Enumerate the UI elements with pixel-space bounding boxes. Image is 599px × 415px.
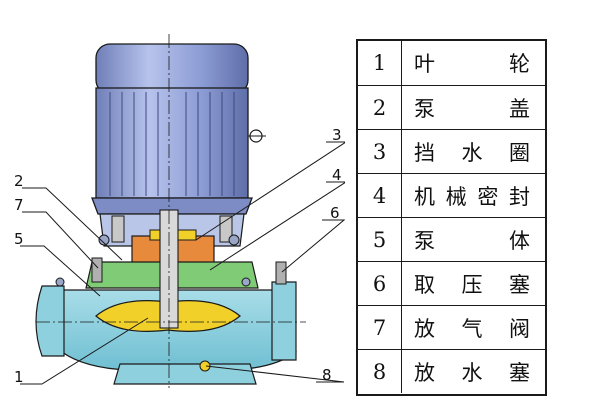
part-number: 3 bbox=[358, 130, 402, 173]
part-name: 机械密封 bbox=[414, 184, 531, 209]
part-name: 泵体 bbox=[414, 228, 531, 253]
part-name: 放水塞 bbox=[414, 360, 531, 385]
motor-base-flange bbox=[91, 197, 253, 215]
parts-row: 6 取压塞 bbox=[358, 261, 545, 305]
motor-housing bbox=[95, 87, 249, 199]
air-vent-valve bbox=[91, 257, 103, 283]
inlet-flange bbox=[35, 285, 65, 357]
parts-row: 2 泵盖 bbox=[358, 85, 545, 129]
part-name: 放气阀 bbox=[414, 316, 531, 341]
parts-row: 4 机械密封 bbox=[358, 173, 545, 217]
part-number: 2 bbox=[358, 86, 402, 129]
callout-5: 5 bbox=[14, 230, 24, 248]
callout-2: 2 bbox=[14, 172, 24, 190]
part-number: 1 bbox=[358, 41, 402, 85]
part-name: 叶轮 bbox=[414, 52, 531, 76]
pump-foot bbox=[113, 363, 257, 385]
motor-cap bbox=[95, 43, 249, 95]
part-number: 4 bbox=[358, 174, 402, 217]
parts-row: 8 放水塞 bbox=[358, 349, 545, 393]
parts-row: 5 泵体 bbox=[358, 217, 545, 261]
leader-lines bbox=[20, 141, 345, 385]
part-number: 8 bbox=[358, 350, 402, 393]
callout-4: 4 bbox=[332, 166, 342, 184]
part-name: 泵盖 bbox=[414, 96, 531, 121]
part-number: 6 bbox=[358, 262, 402, 305]
motor bbox=[91, 43, 266, 215]
part-number: 5 bbox=[358, 218, 402, 261]
part-name: 取压塞 bbox=[414, 272, 531, 297]
callout-3: 3 bbox=[332, 126, 342, 144]
parts-row: 3 挡水圈 bbox=[358, 129, 545, 173]
callout-8: 8 bbox=[322, 366, 332, 384]
callout-6: 6 bbox=[330, 204, 340, 222]
outlet-flange bbox=[271, 281, 297, 361]
callout-1: 1 bbox=[14, 368, 24, 386]
motor-cooling-fins bbox=[109, 92, 235, 196]
callout-7: 7 bbox=[14, 196, 24, 214]
part-name: 挡水圈 bbox=[414, 140, 531, 165]
pressure-plug bbox=[275, 261, 287, 285]
pump-cross-section: 1 2 3 4 5 6 7 8 bbox=[14, 34, 345, 388]
parts-row: 7 放气阀 bbox=[358, 305, 545, 349]
parts-table: 1 叶轮 2 泵盖 3 挡水圈 4 机械密封 5 泵体 bbox=[356, 39, 547, 396]
part-number: 7 bbox=[358, 306, 402, 349]
parts-row: 1 叶轮 bbox=[358, 41, 545, 85]
